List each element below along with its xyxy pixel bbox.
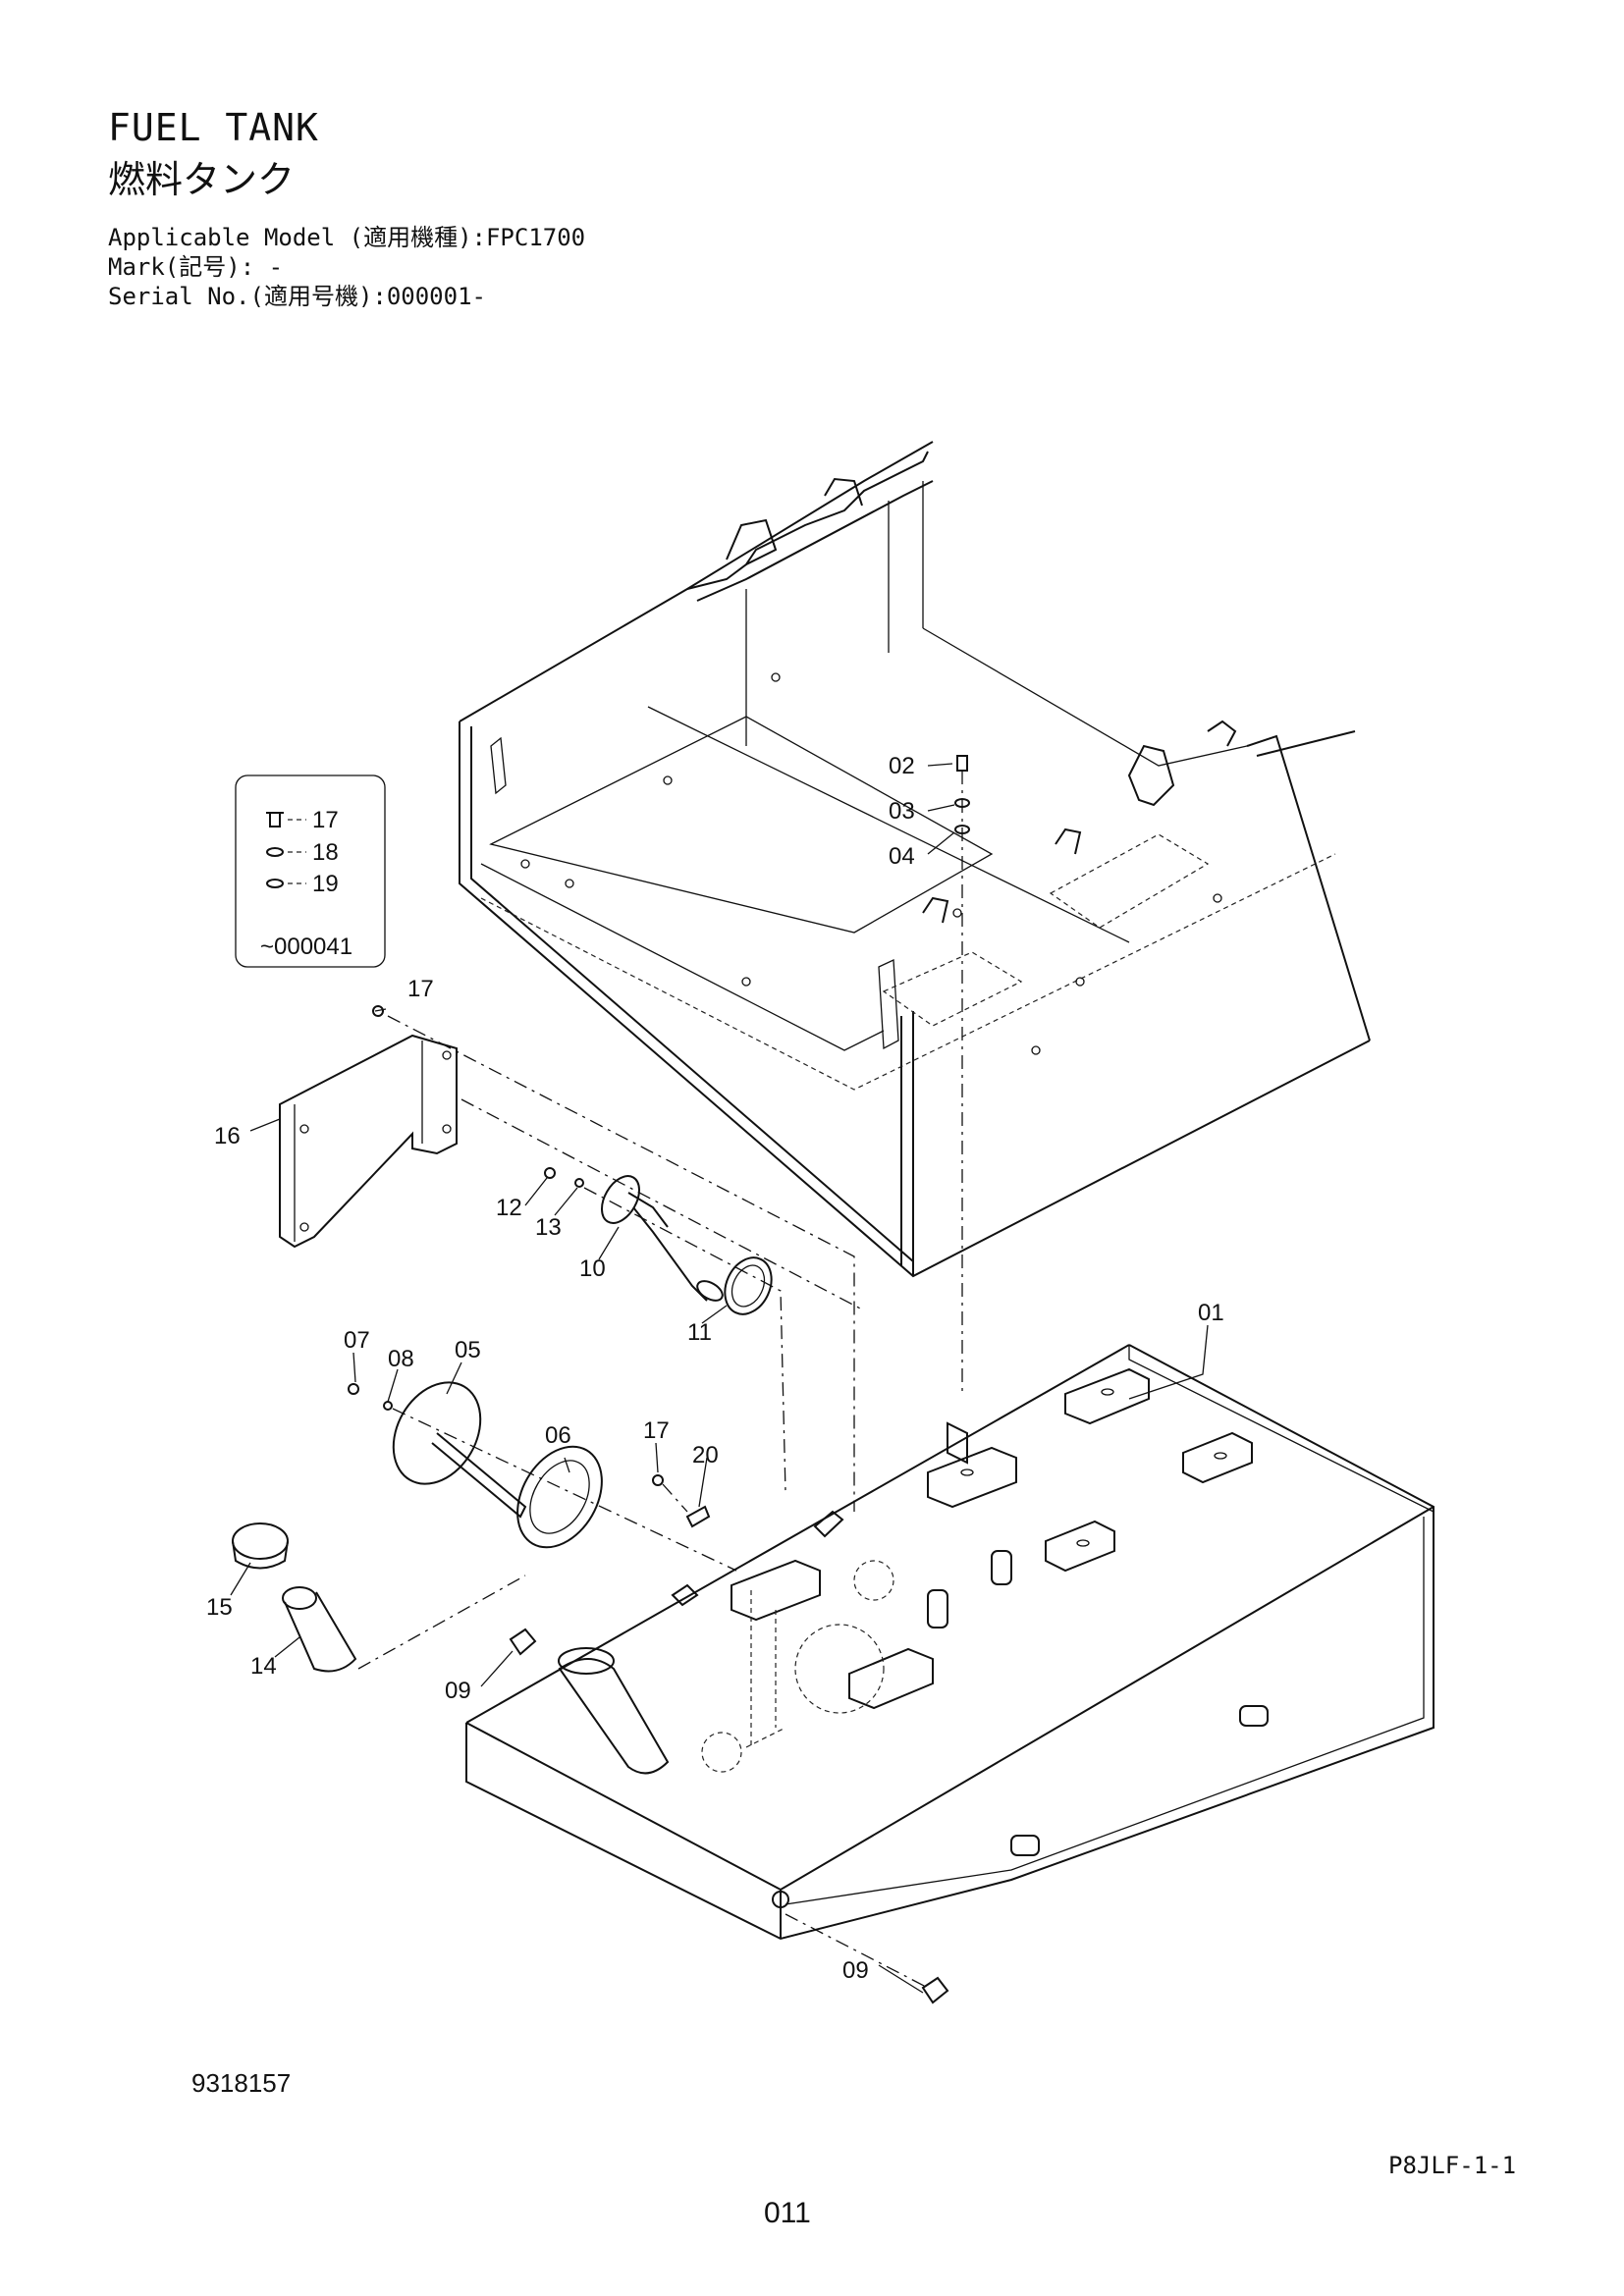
assembly-centerlines [357,771,963,1989]
callout-11: 11 [687,1319,712,1346]
hardware-bolts-washers [348,755,970,2004]
callout-17-guard: 17 [407,976,434,1002]
fuel-tank [465,1344,1435,1941]
callout-labels: 01 02 03 04 05 06 07 08 09 09 10 11 12 1… [206,753,1224,1984]
legend-item-18: 18 [312,839,339,866]
callout-05: 05 [455,1337,481,1363]
callout-06: 06 [545,1422,571,1449]
callout-14: 14 [250,1653,277,1680]
callout-10: 10 [579,1255,606,1282]
callout-12: 12 [496,1195,522,1221]
page-number: 011 [764,2197,811,2229]
mounting-frame [459,441,1371,1278]
legend-item-19: 19 [312,871,339,897]
callout-09-drain: 09 [445,1678,471,1704]
applicable-model-line: Applicable Model (適用機種):FPC1700 [108,224,586,251]
drawing-number: 9318157 [191,2068,292,2098]
leader-lines [230,763,1209,1994]
filler-neck-tube [282,1586,357,1673]
legend-box: 17 18 19 ~000041 [235,774,386,968]
guard-plate [279,1034,458,1249]
callout-02: 02 [889,753,915,779]
callout-03: 03 [889,798,915,825]
page-title-japanese: 燃料タンク [108,158,296,201]
callout-16: 16 [214,1123,241,1149]
callout-09-lower: 09 [842,1957,869,1984]
serial-number-line: Serial No.(適用号機):000001- [108,283,486,310]
fuel-sender-unit [601,1175,773,1315]
callout-01: 01 [1198,1300,1224,1326]
suction-pipe-assembly [392,1381,603,1549]
legend-serial-range: ~000041 [260,934,352,960]
callout-15: 15 [206,1594,233,1621]
callout-20: 20 [692,1442,719,1468]
mark-line: Mark(記号): - [108,253,284,281]
legend-item-17: 17 [312,807,339,833]
callout-07: 07 [344,1327,370,1354]
callout-08: 08 [388,1346,414,1372]
page-title: FUEL TANK [108,106,319,149]
page-code: P8JLF-1-1 [1388,2152,1517,2179]
callout-04: 04 [889,843,915,870]
callout-17-tank: 17 [643,1417,670,1444]
callout-13: 13 [535,1214,562,1241]
filler-cap [232,1522,289,1570]
